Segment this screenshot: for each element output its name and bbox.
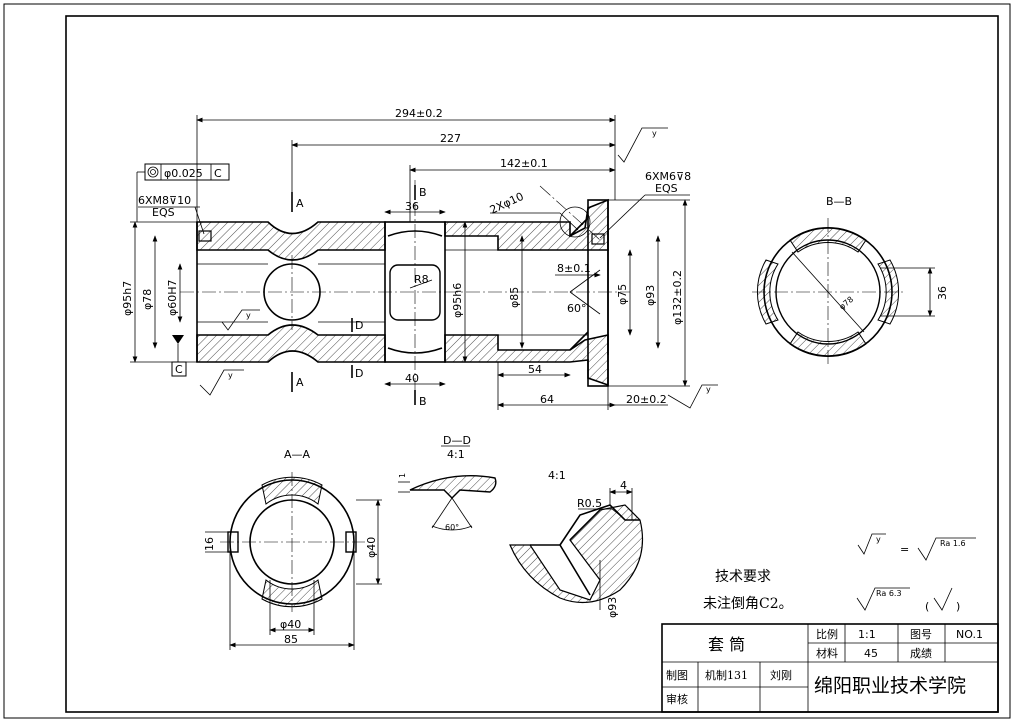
main-section-view: [180, 180, 630, 400]
drawing-no: NO.1: [956, 628, 983, 641]
material-label: 材料: [816, 646, 838, 660]
roughness-marks: y y y y: [199, 127, 718, 409]
notes-heading: 技术要求: [715, 569, 771, 585]
bolt-right: 6XM6⊽8: [645, 170, 691, 183]
dim-d85: φ85: [508, 287, 521, 308]
bolt-left: 6XM8⊽10: [138, 194, 191, 207]
dim-d95h7: φ95h7: [121, 281, 134, 316]
technical-notes: 技术要求 未注倒角C2。 y = Ra 1.6 Ra 6.3 ( ): [703, 533, 976, 613]
dim-294: 294±0.2: [395, 107, 443, 120]
bolt-left-eqs: EQS: [152, 206, 175, 219]
aa-dim-d40-bottom: φ40: [280, 618, 301, 631]
svg-text:y: y: [706, 385, 711, 394]
section-bb: B—B φ78 36: [752, 195, 949, 366]
drawn-name: 刘刚: [770, 669, 792, 682]
tolerance-frame: φ0.025 C: [136, 163, 230, 222]
cut-b-top: B: [419, 186, 427, 199]
dim-d75: φ75: [616, 284, 629, 305]
dim-d78: φ78: [141, 289, 154, 310]
dim-142: 142±0.1: [500, 157, 548, 170]
detail-dd-title: D—D: [443, 434, 471, 447]
cut-a-top: A: [296, 197, 304, 210]
annotations: R8 2Xφ10 6XM8⊽10 EQS 6XM6⊽8 EQS φ0.025 C: [136, 127, 718, 409]
cut-d-bottom: D: [355, 367, 363, 380]
datum-c: C: [171, 335, 187, 377]
cut-b-bottom: B: [419, 395, 427, 408]
svg-text:y: y: [228, 371, 233, 380]
svg-text:): ): [956, 600, 960, 613]
scale-value: 1:1: [858, 628, 876, 641]
dim-64: 64: [540, 393, 554, 406]
detail-dd-scale: 4:1: [447, 448, 465, 461]
tolerance-value: φ0.025: [164, 167, 203, 180]
svg-text:y: y: [246, 311, 251, 320]
bb-dim-36: 36: [936, 286, 949, 300]
groove-r05: R0.5: [577, 497, 602, 510]
detail-dd-angle: 60°: [445, 523, 459, 532]
dim-d93: φ93: [644, 285, 657, 306]
aa-dim-85: 85: [284, 633, 298, 646]
scale-label: 比例: [816, 627, 838, 641]
svg-text:(: (: [925, 600, 929, 613]
section-aa: A—A 16 φ40 φ40 85: [203, 448, 382, 650]
drawing-no-label: 图号: [910, 628, 932, 641]
dim-20: 20±0.2: [626, 393, 667, 406]
groove-dim-4: 4: [620, 479, 627, 492]
dim-60deg: 60°: [567, 302, 587, 315]
title-block: 套 筒 比例 1:1 图号 NO.1 材料 45 成绩 制图 机制131 刘刚 …: [661, 623, 999, 713]
dim-d95h6: φ95h6: [451, 283, 464, 318]
dim-40: 40: [405, 372, 419, 385]
drawn-class: 机制131: [705, 668, 748, 682]
datum-c-label: C: [175, 363, 183, 376]
notes-ra16: Ra 1.6: [940, 539, 966, 548]
outer-border: [3, 3, 1011, 719]
bb-d78: φ78: [838, 295, 856, 312]
school-name: 绵阳职业技术学院: [814, 675, 966, 697]
aa-dim-16: 16: [203, 537, 216, 551]
inner-border: [65, 15, 999, 713]
dim-d132: φ132±0.2: [671, 270, 684, 325]
tolerance-datum: C: [214, 167, 222, 180]
dim-8: 8±0.1: [557, 262, 591, 275]
dim-36: 36: [405, 200, 419, 213]
detail-groove: 4:1 R0.5 4 φ93: [509, 469, 644, 618]
cut-d-top: D: [355, 319, 363, 332]
notes-line1: 未注倒角C2。: [703, 596, 793, 612]
dim-227: 227: [440, 132, 461, 145]
svg-text:y: y: [876, 535, 881, 544]
notes-eq: =: [900, 543, 909, 556]
svg-text:y: y: [652, 129, 657, 138]
vertical-dimensions: φ95h7 φ78 φ60H7 φ95h6 φ85 φ75 φ93 φ132±0…: [121, 199, 690, 387]
groove-d93: φ93: [606, 597, 619, 618]
material-value: 45: [864, 647, 878, 660]
drawn-label: 制图: [666, 669, 688, 682]
cut-a-bottom: A: [296, 376, 304, 389]
check-label: 审核: [666, 692, 688, 706]
detail-dd-dim-1: 1: [398, 473, 407, 478]
part-name: 套 筒: [708, 635, 745, 654]
section-aa-title: A—A: [284, 448, 311, 461]
dim-d60h7: φ60H7: [166, 279, 179, 316]
wall-top-left: [196, 221, 386, 261]
horizontal-dimensions: 294±0.2 227 142±0.1 36 40 54 64 20±0.2 8…: [196, 107, 668, 410]
grade-label: 成绩: [910, 647, 932, 660]
wall-bottom-mid: [444, 334, 609, 387]
bolt-right-eqs: EQS: [655, 182, 678, 195]
section-bb-title: B—B: [826, 195, 852, 208]
aa-dim-d40-side: φ40: [365, 537, 378, 558]
wall-top-mid: [444, 198, 609, 251]
detail-dd: D—D 4:1 60° 1: [398, 434, 497, 532]
notes-ra63: Ra 6.3: [876, 589, 902, 598]
groove-scale: 4:1: [548, 469, 566, 482]
dim-54: 54: [528, 363, 542, 376]
